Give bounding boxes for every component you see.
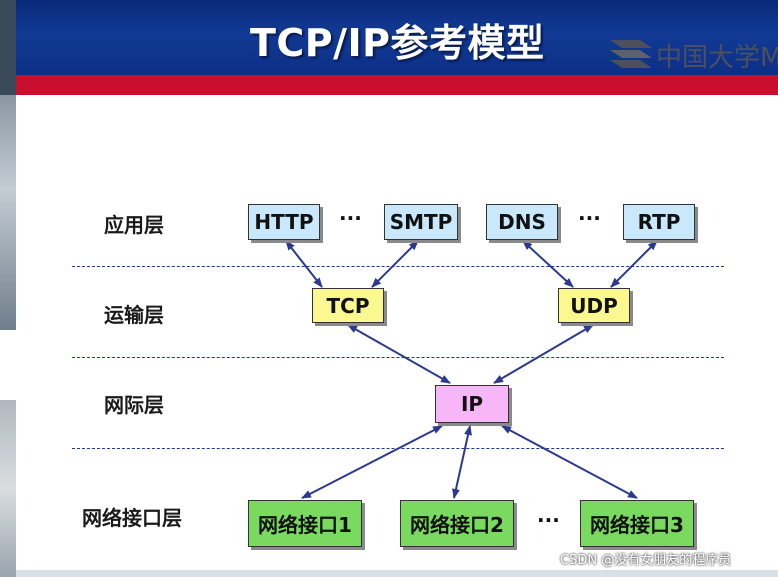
arrow-ip-net1 [301,425,443,499]
left-strip-photo-lower [0,400,16,577]
arrow-ip-net2 [452,425,472,499]
arrow-udp-ip [493,324,594,384]
arrow-dns-udp [522,240,574,288]
page-title: TCP/IP参考模型 [250,21,545,65]
node-http: HTTP [248,204,320,240]
bottom-edge-strip [16,570,778,577]
header-red-band [16,75,778,95]
arrow-rtp-udp [610,240,658,288]
left-strip-gap [0,330,16,400]
node-udp: UDP [558,288,630,323]
arrow-tcp-ip [347,324,451,384]
header-bar [16,0,778,75]
ellipsis: ··· [578,206,601,230]
logo: 中国大学M [610,34,778,74]
layer-label-network-interface: 网络接口层 [82,506,182,530]
layer-label-application: 应用层 [104,213,164,237]
logo-text: 中国大学M [656,43,778,73]
ellipsis: ··· [537,508,560,532]
node-network-interface-2: 网络接口2 [400,500,514,547]
arrow-http-tcp [285,240,323,288]
layer-label-transport: 运输层 [104,303,164,327]
node-smtp: SMTP [384,204,458,240]
arrow-ip-net3 [501,425,638,499]
left-edge-strip [0,0,16,577]
node-network-interface-3: 网络接口3 [580,500,694,547]
layer-label-internet: 网际层 [104,393,164,417]
node-rtp: RTP [623,204,695,240]
arrow-smtp-tcp [371,240,419,288]
node-network-interface-1: 网络接口1 [248,500,362,547]
node-dns: DNS [486,204,558,240]
node-tcp: TCP [312,288,384,323]
watermark: CSDN @没有女朋友的程序员 [560,553,732,568]
node-ip: IP [435,385,509,423]
ellipsis: ··· [339,206,362,230]
logo-mark-icon [610,40,652,68]
left-strip-photo [0,95,16,330]
left-strip-top [0,0,16,95]
